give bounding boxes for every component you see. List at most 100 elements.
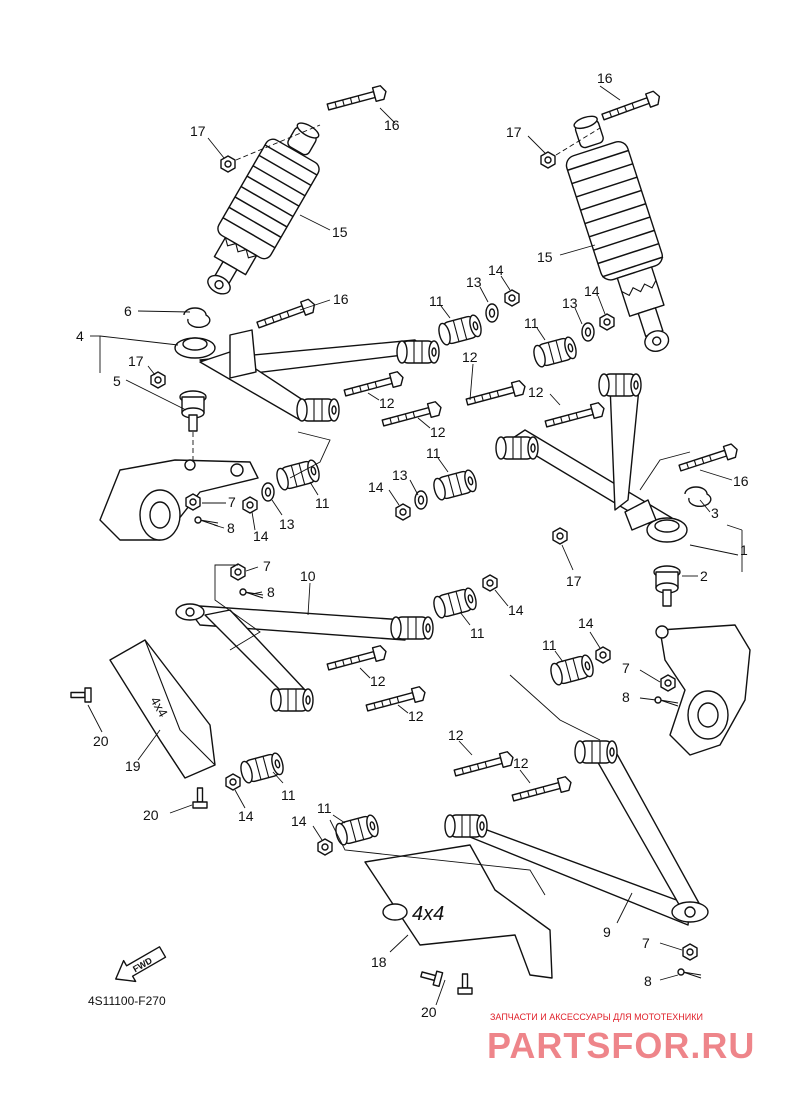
callout-20: 20 bbox=[143, 807, 159, 823]
ball-joint-upper-left bbox=[179, 390, 207, 432]
callout-10: 10 bbox=[300, 568, 316, 584]
callout-12: 12 bbox=[513, 755, 529, 771]
diagram-code: 4S11100-F270 bbox=[88, 994, 166, 1008]
bolt-guard-right-b bbox=[457, 973, 473, 995]
circlip-upper-right bbox=[684, 486, 712, 507]
callout-14: 14 bbox=[368, 479, 384, 495]
nut-ul-bottom bbox=[242, 496, 258, 514]
nut-ur-top bbox=[599, 313, 615, 331]
shock-absorber-right bbox=[565, 115, 670, 352]
bushing-set-ll-bottom bbox=[238, 751, 286, 785]
bolt-upper-right-shock bbox=[677, 442, 740, 476]
callout-3: 3 bbox=[711, 505, 719, 521]
cotter-lower-right-arm bbox=[677, 968, 702, 979]
callout-7: 7 bbox=[622, 660, 630, 676]
callout-13: 13 bbox=[392, 467, 408, 483]
callout-6: 6 bbox=[124, 303, 132, 319]
callout-11: 11 bbox=[542, 637, 557, 653]
callout-12: 12 bbox=[379, 395, 395, 411]
callout-12: 12 bbox=[408, 708, 424, 724]
nut-lower-right-arm bbox=[682, 943, 698, 961]
cotter-lower-left-arm bbox=[239, 588, 264, 599]
callout-12: 12 bbox=[528, 384, 544, 400]
callout-11: 11 bbox=[315, 495, 330, 511]
upper-right-a-arm bbox=[495, 373, 688, 543]
callout-2: 2 bbox=[700, 568, 708, 584]
callout-12: 12 bbox=[462, 349, 478, 365]
callout-12: 12 bbox=[430, 424, 446, 440]
callout-7: 7 bbox=[263, 558, 271, 574]
bushing-set-ur-bottom bbox=[431, 468, 479, 502]
callout-4: 4 bbox=[76, 328, 84, 344]
callout-13: 13 bbox=[562, 295, 578, 311]
callout-5: 5 bbox=[113, 373, 121, 389]
washer-ul-bottom bbox=[261, 482, 275, 502]
callout-12: 12 bbox=[448, 727, 464, 743]
nut-knuckle-right bbox=[660, 674, 676, 692]
guard-right-decal: 4x4 bbox=[412, 903, 444, 925]
bolt-lr-12b bbox=[510, 775, 574, 806]
bushing-set-ul-top bbox=[436, 313, 484, 347]
nut-shock-upper-left bbox=[220, 155, 236, 173]
bolt-guard-right-a bbox=[418, 966, 444, 988]
bolt-ur-12a bbox=[464, 379, 528, 410]
bolt-shock-upper-left bbox=[325, 84, 389, 115]
nut-knuckle-left bbox=[185, 493, 201, 511]
bushing-set-lr-top bbox=[548, 653, 596, 687]
callout-8: 8 bbox=[644, 973, 652, 989]
callout-7: 7 bbox=[642, 935, 650, 951]
bolt-guard-left-a bbox=[70, 687, 92, 703]
callout-14: 14 bbox=[584, 283, 600, 299]
cotter-knuckle-left bbox=[194, 516, 219, 527]
nut-shock-upper-right bbox=[540, 151, 556, 169]
bolt-guard-left-b bbox=[192, 787, 208, 809]
callout-11: 11 bbox=[524, 315, 539, 331]
upper-left-a-arm bbox=[174, 329, 440, 422]
nut-upper-right-arm bbox=[552, 527, 568, 545]
callout-14: 14 bbox=[488, 262, 504, 278]
callout-14: 14 bbox=[253, 528, 269, 544]
callout-16: 16 bbox=[333, 291, 349, 307]
callout-17: 17 bbox=[190, 123, 206, 139]
callout-20: 20 bbox=[93, 733, 109, 749]
nut-ll-bottom bbox=[225, 773, 241, 791]
callout-19: 19 bbox=[125, 758, 141, 774]
nut-lr-top bbox=[595, 646, 611, 664]
bolt-shock-upper-right bbox=[599, 89, 663, 125]
callouts: 16 16 16 16 17 17 17 17 15 15 14 14 14 1… bbox=[76, 70, 749, 1020]
callout-11: 11 bbox=[470, 625, 485, 641]
bushing-set-ur-top bbox=[531, 335, 579, 369]
callout-11: 11 bbox=[429, 293, 444, 309]
nut-ll-top bbox=[482, 574, 498, 592]
callout-8: 8 bbox=[227, 520, 235, 536]
shock-absorber-left bbox=[207, 122, 320, 295]
circlip-upper-left bbox=[183, 307, 211, 328]
callout-16: 16 bbox=[384, 117, 400, 133]
washer-ur-top bbox=[581, 322, 595, 342]
callout-14: 14 bbox=[578, 615, 594, 631]
skid-guard-right: 4x4 bbox=[364, 844, 553, 979]
nut-upper-left-arm bbox=[150, 371, 166, 389]
bushing-set-ll-top bbox=[431, 586, 479, 620]
steering-knuckle-left bbox=[99, 459, 259, 541]
nut-ur-bottom bbox=[395, 503, 411, 521]
callout-18: 18 bbox=[371, 954, 387, 970]
skid-guard-left: 4x4 bbox=[109, 639, 216, 779]
callout-11: 11 bbox=[426, 445, 441, 461]
callout-16: 16 bbox=[597, 70, 613, 86]
bolt-upper-left-shock bbox=[254, 297, 318, 333]
callout-15: 15 bbox=[537, 249, 553, 265]
steering-knuckle-right bbox=[655, 624, 751, 756]
callout-8: 8 bbox=[267, 584, 275, 600]
callout-11: 11 bbox=[281, 787, 296, 803]
callout-17: 17 bbox=[566, 573, 582, 589]
lower-left-a-arm bbox=[175, 603, 434, 712]
bolt-ul-12a bbox=[342, 370, 406, 401]
callout-1: 1 bbox=[740, 542, 748, 558]
bushing-set-ul-bottom bbox=[274, 458, 322, 492]
callout-20: 20 bbox=[421, 1004, 437, 1020]
bolt-ur-12b bbox=[543, 401, 607, 432]
callout-13: 13 bbox=[466, 274, 482, 290]
